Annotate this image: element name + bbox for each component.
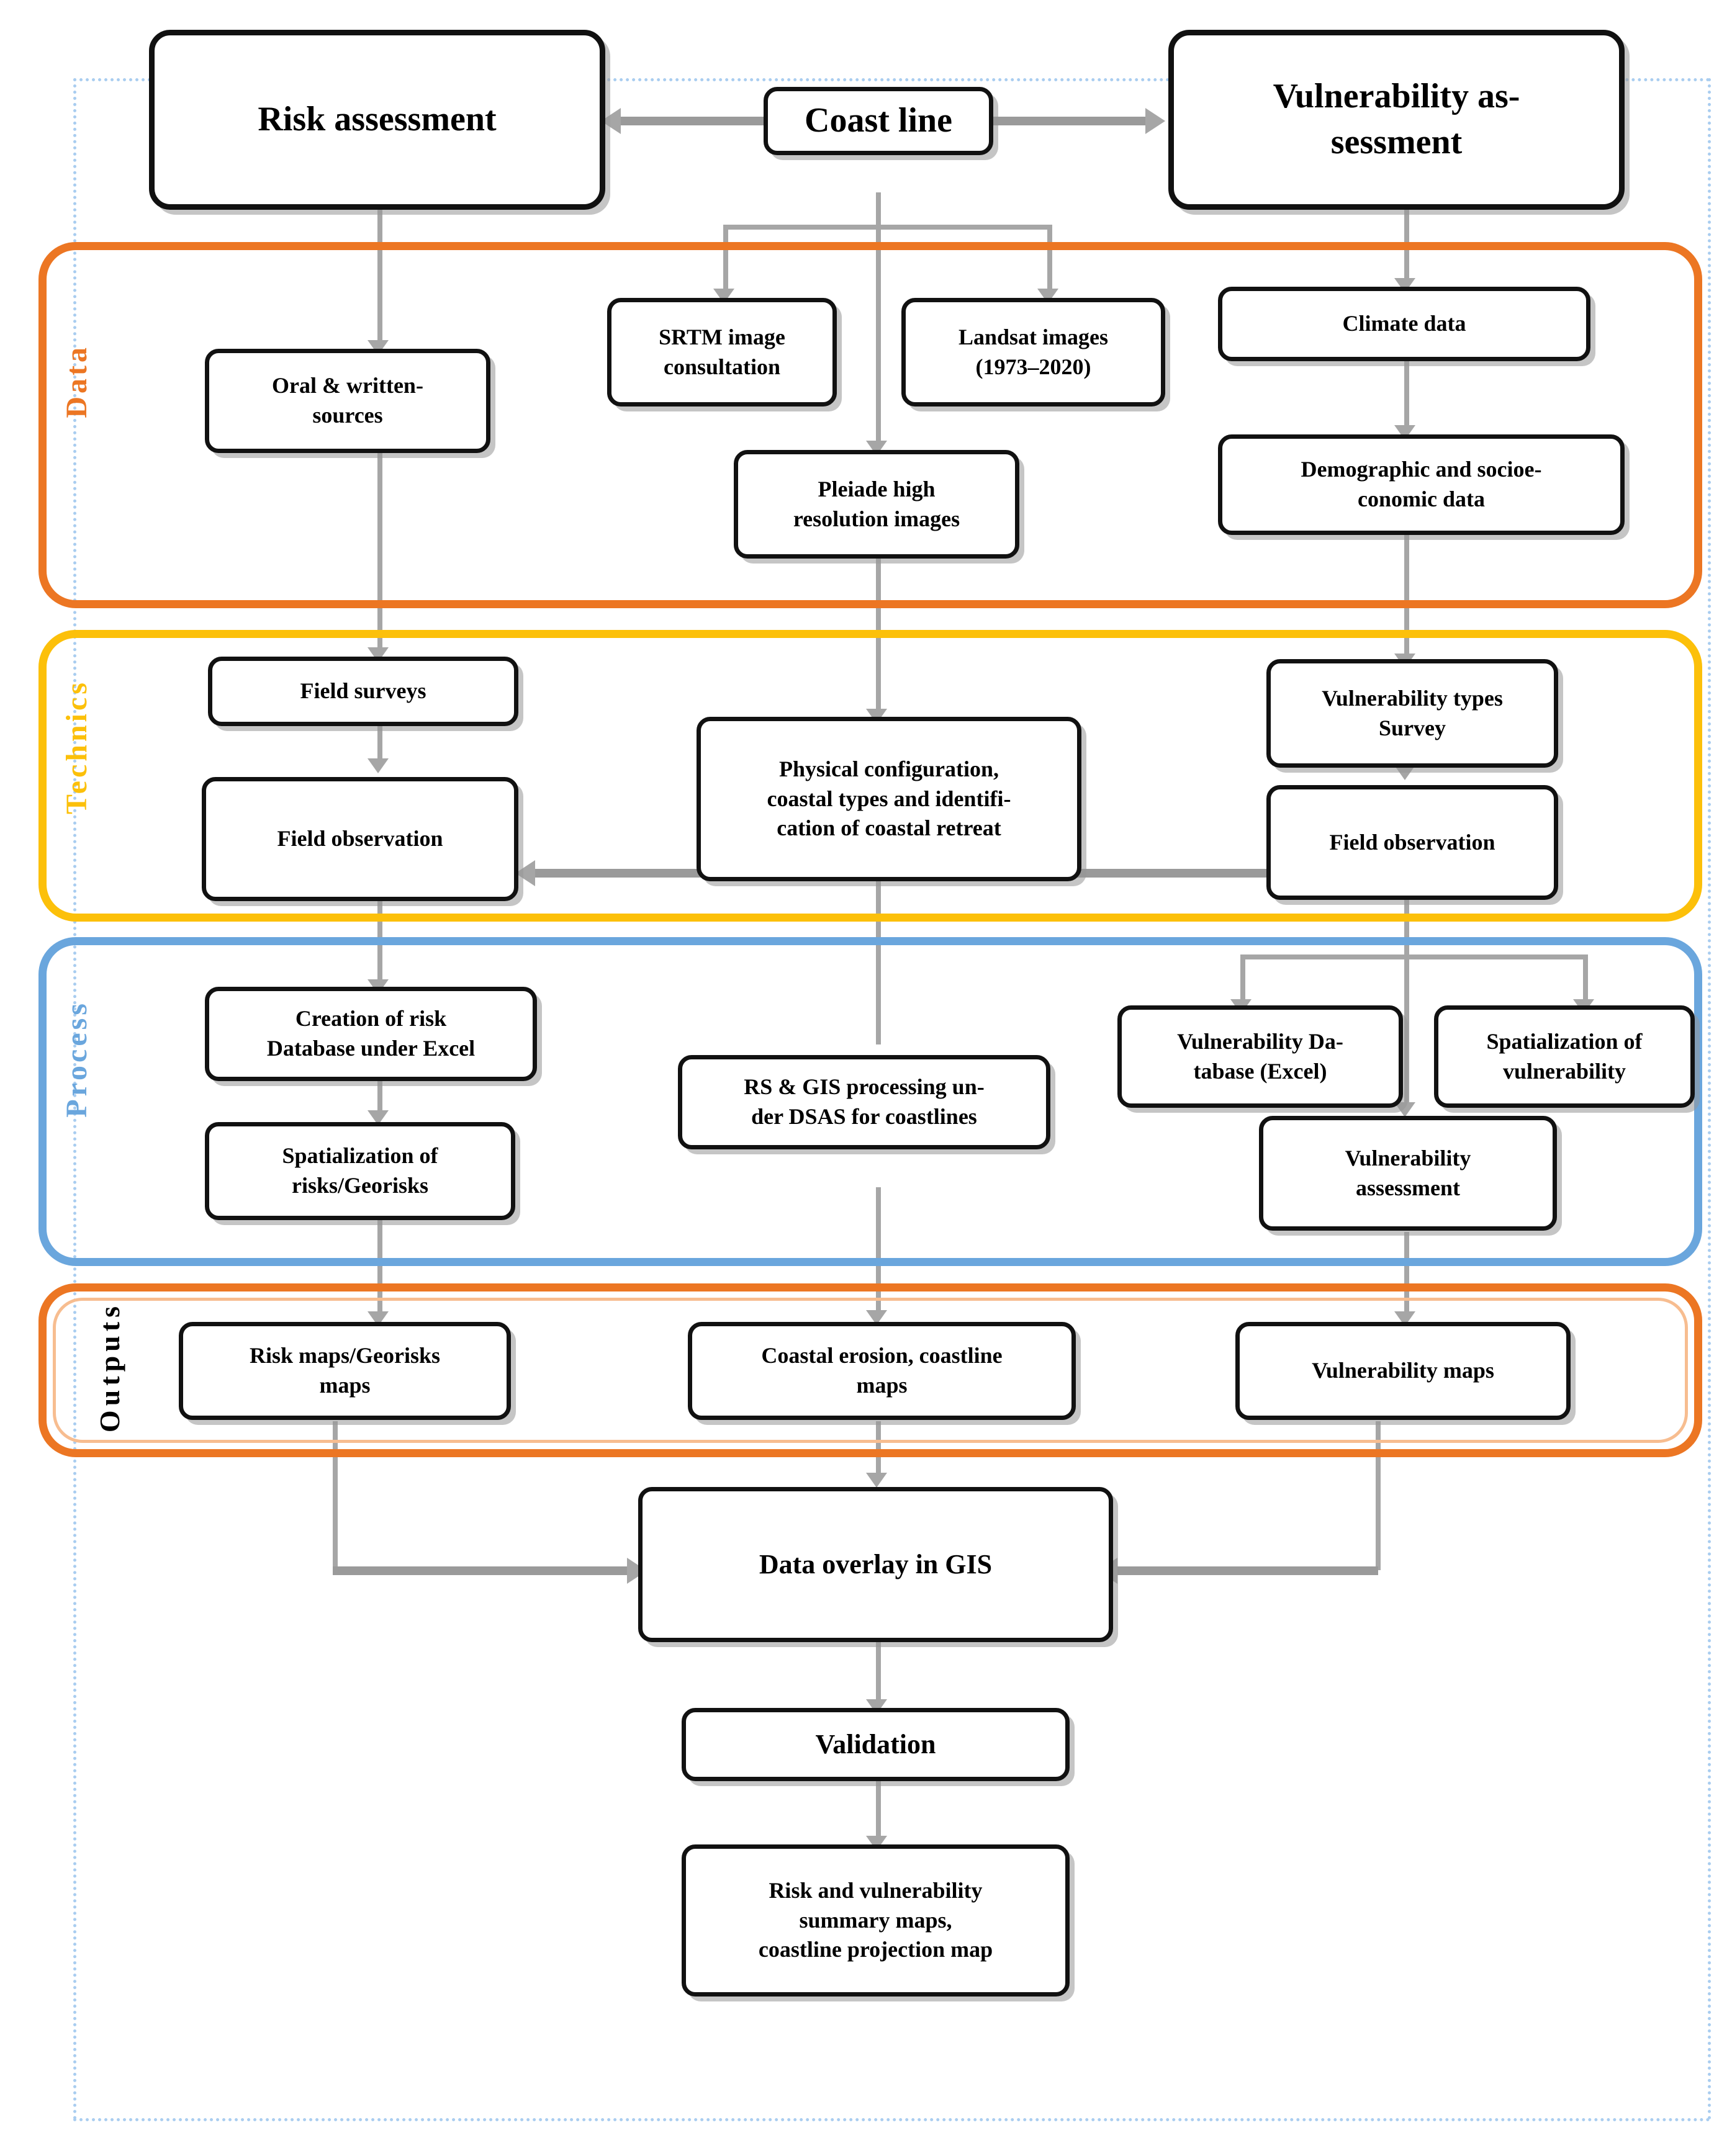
node-climate-data[interactable]: Climate data (1218, 287, 1590, 361)
connector-climate-to-demographic (1404, 361, 1409, 429)
node-field-surveys[interactable]: Field surveys (208, 657, 518, 726)
connector-bus-spatialization-drop (1583, 954, 1588, 1003)
connector-coastline-to-risk (615, 117, 764, 125)
node-vulnerability-maps[interactable]: Vulnerability maps (1235, 1322, 1571, 1420)
node-physical-configuration[interactable]: Physical configuration,coastal types and… (697, 717, 1081, 881)
node-rs-gis-processing[interactable]: RS & GIS processing un-der DSAS for coas… (678, 1055, 1050, 1149)
arrowhead-down-field-observation-right (1394, 765, 1415, 780)
section-label-data: Data (60, 344, 93, 418)
arrowhead-right-vulnerability (1145, 108, 1165, 134)
connector-riskdb-to-spatialization (377, 1080, 382, 1114)
section-band-process (38, 937, 1702, 1266)
node-vulnerability-database[interactable]: Vulnerability Da-tabase (Excel) (1117, 1005, 1403, 1108)
node-data-overlay-gis[interactable]: Data overlay in GIS (638, 1487, 1113, 1642)
connector-bus-right-drop (1047, 225, 1052, 293)
connector-rsgis-to-erosionmaps (876, 1187, 881, 1314)
node-landsat-images[interactable]: Landsat images(1973–2020) (901, 298, 1165, 406)
arrowhead-left-technics-bar (515, 860, 535, 886)
connector-observation-right-stem (1404, 900, 1409, 959)
node-field-observation-left[interactable]: Field observation (202, 777, 518, 901)
connector-vulnmaps-to-overlay (1111, 1566, 1378, 1575)
connector-coastline-stem (876, 192, 881, 230)
connector-vulnassess-to-vulnmaps (1404, 1232, 1409, 1316)
node-demographic-socioeconomic-data[interactable]: Demographic and socioe-conomic data (1218, 434, 1625, 535)
section-label-process: Process (60, 1000, 93, 1118)
connector-coastline-bus (723, 225, 1052, 230)
connector-validation-to-summary (876, 1775, 881, 1840)
connector-vulnmaps-drop (1376, 1421, 1381, 1570)
connector-demographic-to-vuln-types (1404, 535, 1409, 659)
connector-coastline-to-vulnerability (993, 117, 1148, 125)
arrowhead-down-overlay (866, 1473, 887, 1488)
connector-oral-to-field-surveys (377, 453, 382, 652)
section-label-outputs: Outputs (94, 1302, 125, 1433)
node-oral-written-sources[interactable]: Oral & written-sources (205, 349, 490, 453)
node-field-observation-right[interactable]: Field observation (1266, 785, 1558, 900)
node-validation[interactable]: Validation (682, 1708, 1070, 1781)
connector-riskmaps-to-overlay (333, 1566, 631, 1575)
connector-surveys-to-observation (377, 725, 382, 762)
section-band-outputs (38, 1283, 1702, 1457)
connector-bus-vulndb-drop (1240, 954, 1245, 1003)
node-risk-assessment[interactable]: Risk assessment (149, 30, 605, 210)
connector-physical-to-rsgis (876, 880, 881, 1044)
connector-overlay-to-validation (876, 1638, 881, 1704)
diagram-outer-frame (73, 78, 1711, 2121)
node-vulnerability-assessment[interactable]: Vulnerability as-sessment (1168, 30, 1625, 210)
connector-process-bus (1240, 954, 1588, 959)
connector-spatialization-to-riskmaps (377, 1219, 382, 1316)
node-coast-line[interactable]: Coast line (764, 87, 993, 155)
connector-bus-vulnassessment-drop (1404, 954, 1409, 1107)
connector-riskmaps-drop (333, 1421, 338, 1570)
section-label-technics: Technics (60, 680, 93, 814)
arrowhead-down-field-observation-left (368, 758, 389, 773)
section-band-technics (38, 630, 1702, 922)
connector-risk-to-oral (377, 208, 382, 344)
connector-bus-center-drop (876, 225, 881, 445)
connector-bus-left-drop (723, 225, 728, 293)
section-band-data (38, 242, 1702, 608)
